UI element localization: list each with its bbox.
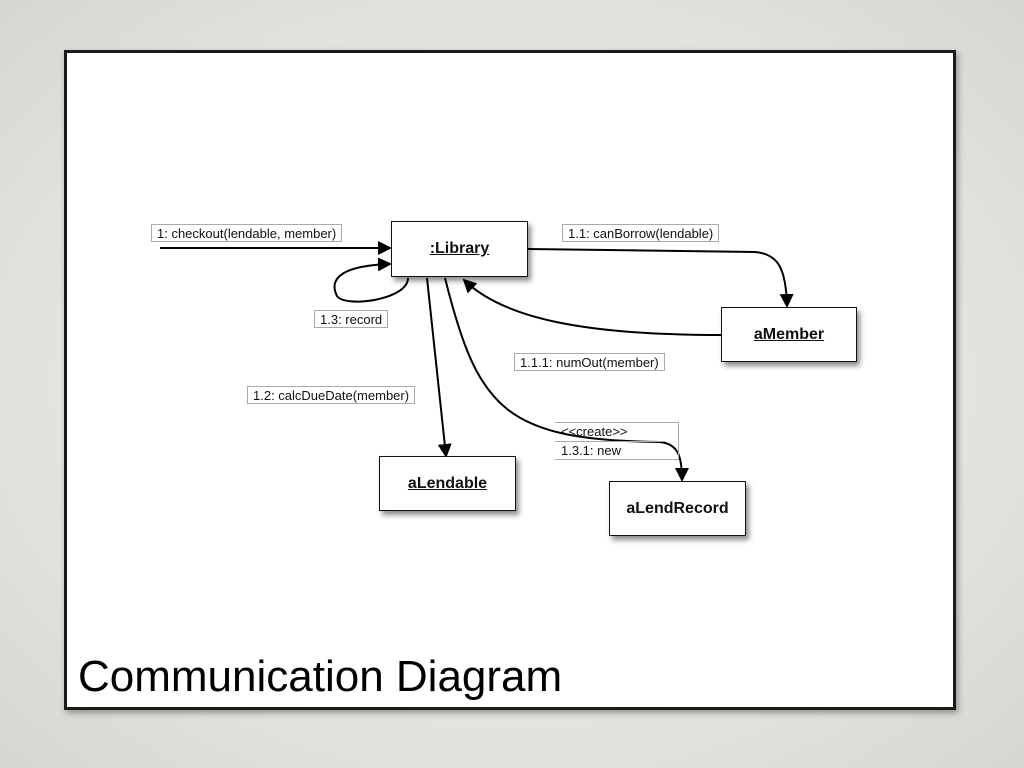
can-borrow-arrow bbox=[527, 248, 794, 308]
slide-title: Communication Diagram bbox=[78, 652, 563, 701]
lendable-object[interactable]: aLendable bbox=[379, 456, 516, 511]
checkout-message-label: 1: checkout(lendable, member) bbox=[151, 224, 343, 242]
calc-due-date-arrow bbox=[426, 277, 452, 458]
lendrecord-object-label: aLendRecord bbox=[626, 499, 729, 517]
slide-frame bbox=[64, 50, 956, 710]
create-stereotype-text: <<create>> bbox=[561, 424, 628, 439]
num-out-arrow bbox=[462, 278, 722, 336]
member-object[interactable]: aMember bbox=[721, 307, 857, 362]
library-object[interactable]: :Library bbox=[391, 221, 528, 277]
calc-due-date-message-label: 1.2: calcDueDate(member) bbox=[247, 386, 416, 404]
lendable-object-label: aLendable bbox=[407, 474, 488, 492]
num-out-message-label: 1.1.1: numOut(member) bbox=[514, 353, 665, 371]
record-loop-arrow bbox=[333, 257, 409, 303]
new-lendrecord-arrow bbox=[444, 277, 689, 482]
library-object-label: :Library bbox=[429, 240, 490, 257]
can-borrow-message-label: 1.1: canBorrow(lendable) bbox=[562, 224, 720, 242]
lendrecord-object[interactable]: aLendRecord bbox=[609, 481, 746, 536]
member-object-label: aMember bbox=[753, 325, 825, 343]
new-message-text: 1.3.1: new bbox=[555, 441, 665, 460]
create-message-label: <<create>> 1.3.1: new bbox=[555, 422, 679, 460]
record-message-label: 1.3: record bbox=[314, 310, 389, 328]
